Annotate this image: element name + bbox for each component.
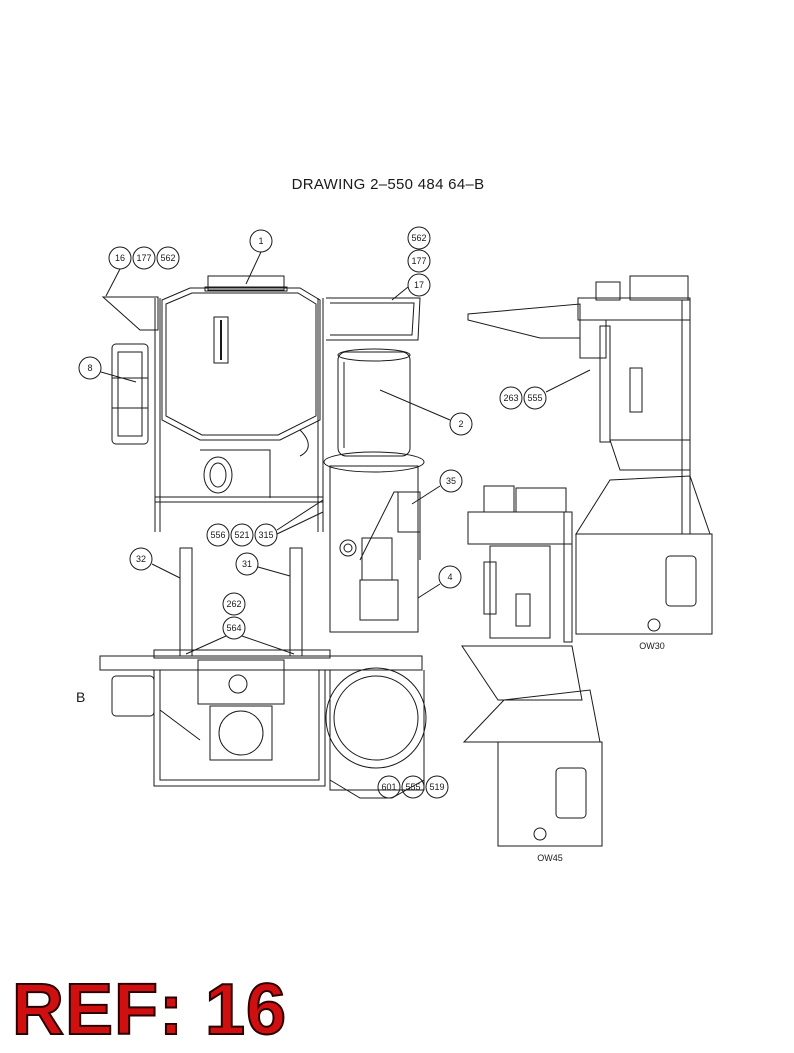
callout-315: 315 [258,530,273,540]
callout-562b: 562 [411,233,426,243]
reference-label: REF: 16 [11,970,288,1050]
callout-177a: 177 [136,253,151,263]
callout-2: 2 [458,419,463,429]
view-letter: B [76,689,86,705]
callout-177b: 177 [411,256,426,266]
callout-32: 32 [136,554,146,564]
callout-8: 8 [87,363,92,373]
callout-556: 556 [210,530,225,540]
cylinder-tank [337,348,411,457]
view-label-ow30: OW30 [639,641,665,651]
side-elevation-ow30 [467,275,713,635]
drawing-title: DRAWING 2–550 484 64–B [291,176,485,193]
callout-262: 262 [226,599,241,609]
callout-balloons [78,226,591,799]
side-elevation-ow45 [461,485,603,847]
callout-521: 521 [234,530,249,540]
callout-16: 16 [115,253,125,263]
callout-4: 4 [447,572,452,582]
plan-view [99,649,427,799]
callout-555a: 555 [527,393,542,403]
pump-housing [323,451,425,633]
callout-17: 17 [414,280,424,290]
callout-601: 601 [381,782,396,792]
callout-31: 31 [242,559,252,569]
callout-35: 35 [446,476,456,486]
callout-519: 519 [429,782,444,792]
callout-562a: 562 [160,253,175,263]
callout-564: 564 [226,623,241,633]
view-label-ow45: OW45 [537,853,563,863]
callout-263: 263 [503,393,518,403]
callout-1: 1 [258,236,263,246]
callout-numbers: 1 16 177 562 562 177 17 8 2 263 555 35 5… [87,233,664,863]
callout-555b: 555 [405,782,420,792]
hopper-frame-assembly [101,275,421,532]
